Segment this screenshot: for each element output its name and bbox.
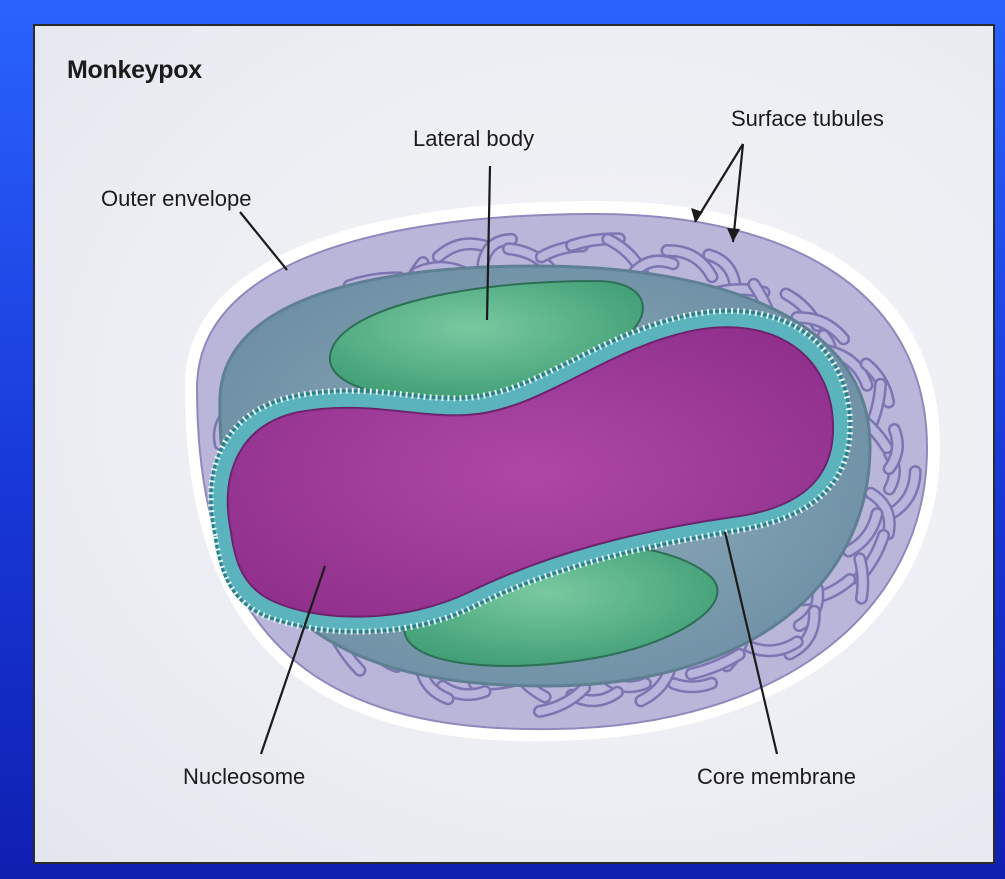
label-core-membrane: Core membrane (697, 764, 856, 790)
label-surface-tubules: Surface tubules (731, 106, 884, 132)
surface-tubule-highlight (860, 559, 864, 598)
label-outer-envelope: Outer envelope (101, 186, 251, 212)
label-lateral-body: Lateral body (413, 126, 534, 152)
label-nucleosome: Nucleosome (183, 764, 305, 790)
diagram-title: Monkeypox (67, 56, 202, 85)
diagram-panel: Monkeypox Lateral body Surface tubules O… (33, 24, 995, 864)
leader-outer-envelope (240, 212, 287, 270)
surface-tubule-highlight (674, 683, 712, 687)
